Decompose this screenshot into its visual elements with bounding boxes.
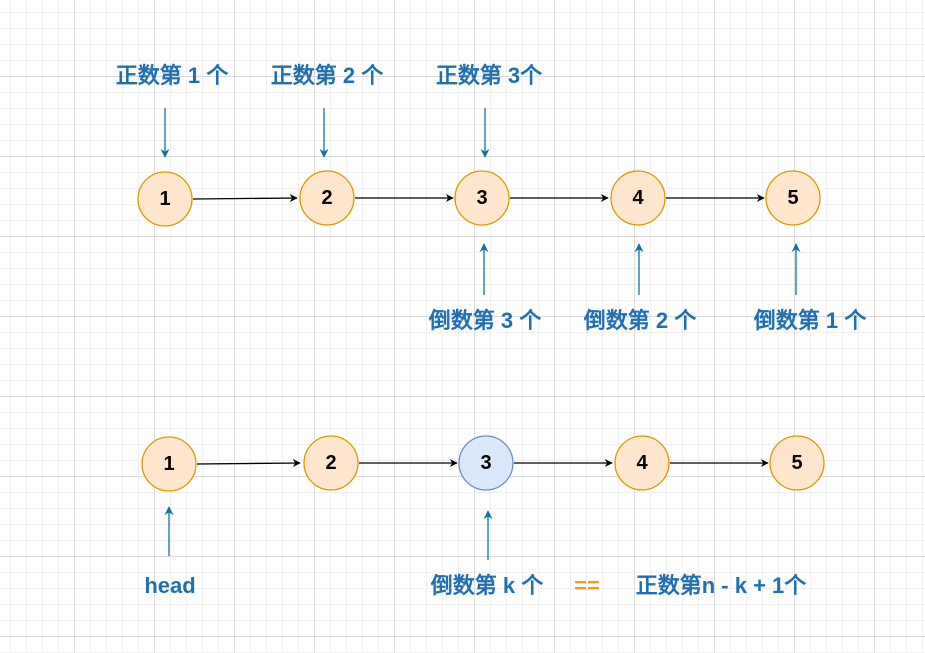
forward-label-1: 正数第 1 个 bbox=[115, 63, 229, 88]
nth-from-start-label: 正数第n - k + 1个 bbox=[635, 573, 807, 598]
top-node-2: 2 bbox=[299, 170, 355, 226]
bottom-node-3-label: 3 bbox=[480, 452, 491, 474]
top-node-3-label: 3 bbox=[476, 187, 487, 209]
forward-label-2: 正数第 2 个 bbox=[270, 63, 384, 88]
backward-label-1: 倒数第 1 个 bbox=[753, 308, 867, 333]
top-node-4: 4 bbox=[610, 170, 666, 226]
bottom-node-2-label: 2 bbox=[325, 452, 336, 474]
bottom-node-5: 5 bbox=[769, 435, 825, 491]
bottom-node-3-highlighted: 3 bbox=[458, 435, 514, 491]
top-node-1: 1 bbox=[137, 171, 193, 227]
top-list: 1 2 3 4 5 bbox=[137, 108, 821, 295]
bottom-link-1-2 bbox=[196, 459, 301, 468]
top-node-4-label: 4 bbox=[632, 187, 644, 209]
backward-label-2: 倒数第 2 个 bbox=[583, 308, 697, 333]
top-node-1-label: 1 bbox=[159, 188, 170, 210]
top-node-2-label: 2 bbox=[321, 187, 332, 209]
bottom-node-4: 4 bbox=[614, 435, 670, 491]
top-node-5: 5 bbox=[765, 170, 821, 226]
bottom-list: 1 2 3 4 5 bbox=[141, 435, 825, 560]
backward-label-3: 倒数第 3 个 bbox=[428, 308, 542, 333]
bottom-node-5-label: 5 bbox=[791, 452, 802, 474]
top-node-5-label: 5 bbox=[787, 187, 798, 209]
bottom-node-4-label: 4 bbox=[636, 452, 648, 474]
bottom-node-1: 1 bbox=[141, 436, 197, 492]
top-link-1-2 bbox=[192, 194, 298, 203]
forward-label-3: 正数第 3个 bbox=[435, 63, 543, 88]
bottom-node-2: 2 bbox=[303, 435, 359, 491]
equals-sign: == bbox=[574, 573, 600, 598]
bottom-node-1-label: 1 bbox=[163, 453, 174, 475]
top-node-3: 3 bbox=[454, 170, 510, 226]
head-label: head bbox=[144, 573, 196, 598]
kth-from-end-label: 倒数第 k 个 bbox=[430, 573, 544, 598]
